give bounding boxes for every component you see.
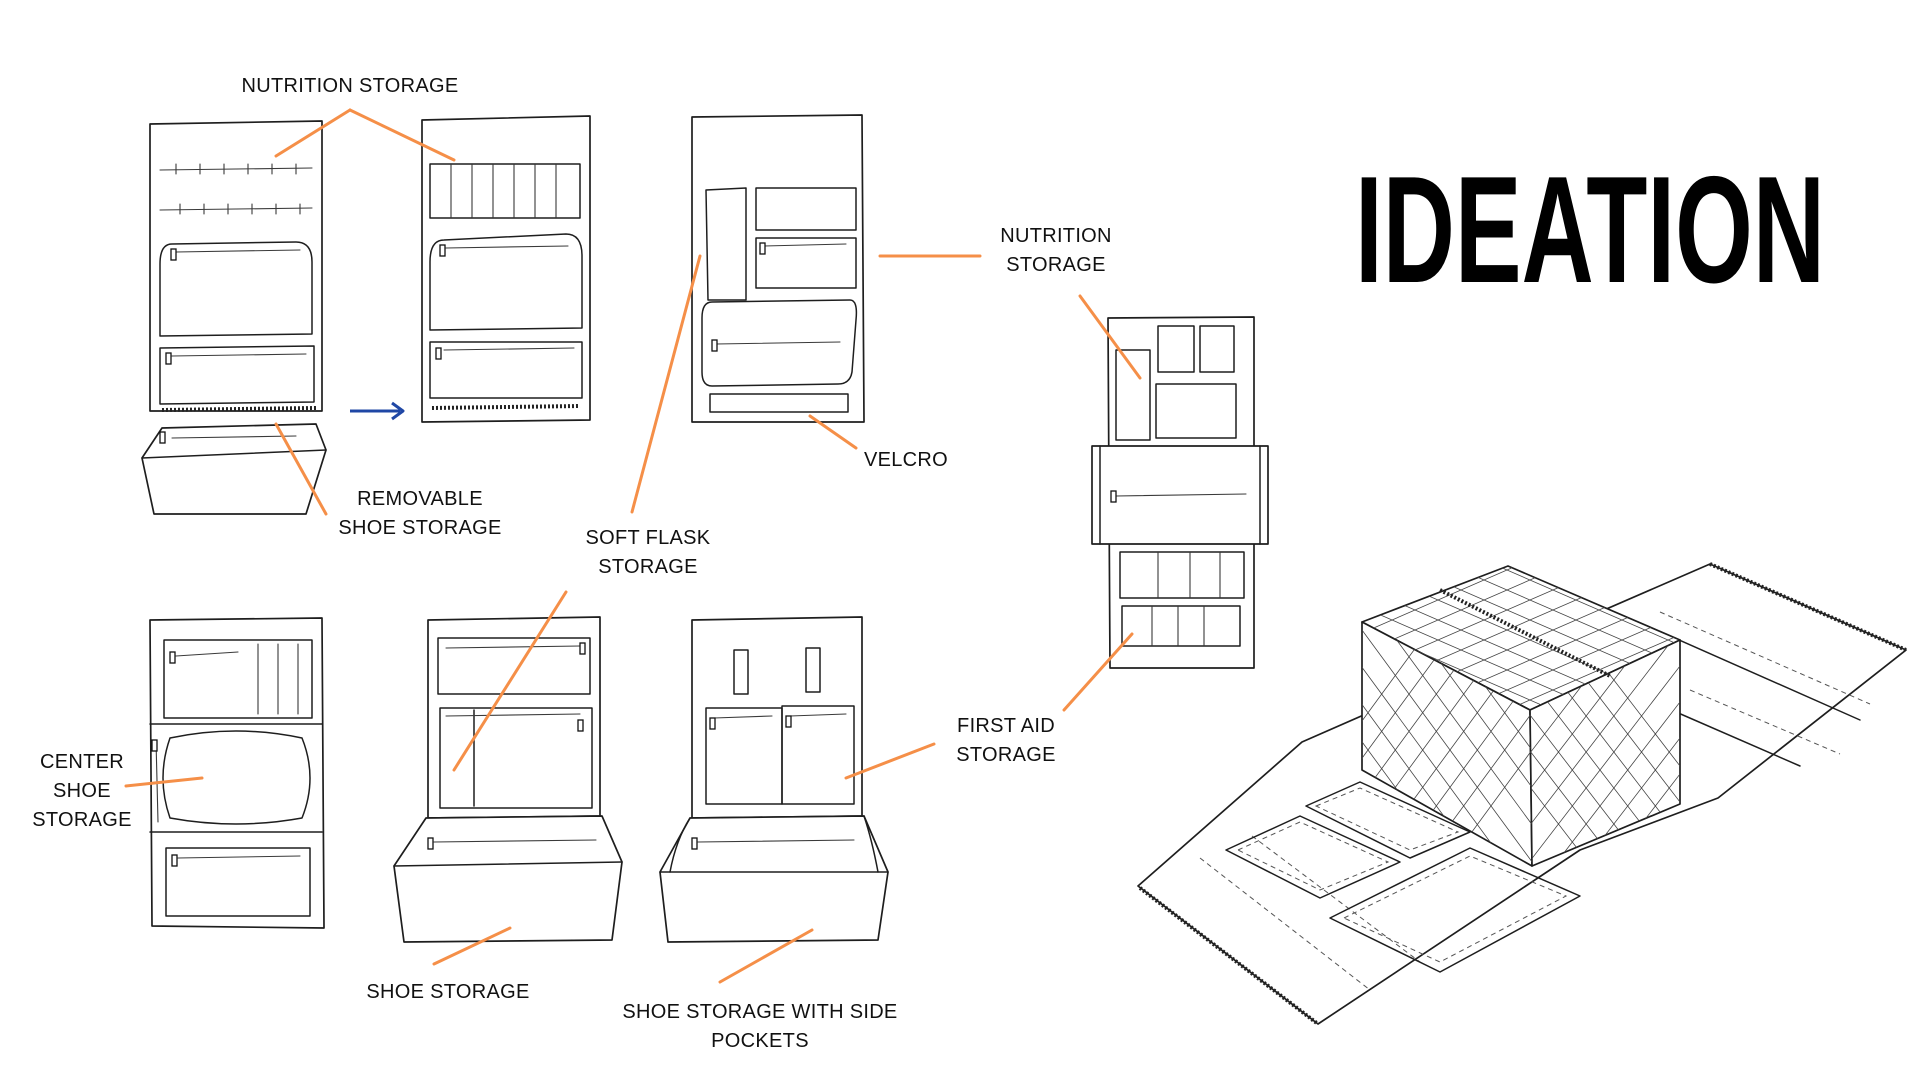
- transition-arrow: [350, 401, 405, 421]
- annotation-labels: NUTRITION STORAGE REMOVABLE SHOE STORAGE…: [32, 75, 1112, 1052]
- label-velcro: VELCRO: [864, 449, 948, 471]
- sketch-side-pocket-panel: [659, 616, 889, 943]
- sketch-nutrition-grid-panel: [421, 115, 591, 423]
- label-center-shoe-line2: SHOE: [53, 780, 111, 802]
- sketch-removable-shoe-panel: [141, 120, 327, 515]
- label-side-pockets-line2: POCKETS: [711, 1030, 809, 1052]
- label-first-aid-line2: STORAGE: [956, 744, 1056, 766]
- label-first-aid-line1: FIRST AID: [957, 715, 1055, 737]
- label-soft-flask-line1: SOFT FLASK: [586, 527, 711, 549]
- sketch-center-shoe-panel: [149, 617, 325, 929]
- label-nutrition-right-line1: NUTRITION: [1000, 225, 1112, 247]
- label-center-shoe-line3: STORAGE: [32, 809, 132, 831]
- label-soft-flask-line2: STORAGE: [598, 556, 698, 578]
- label-center-shoe-line1: CENTER: [40, 751, 124, 773]
- sketch-first-aid-panel: [1091, 316, 1269, 669]
- label-nutrition-right-line2: STORAGE: [1006, 254, 1106, 276]
- label-side-pockets-line1: SHOE STORAGE WITH SIDE: [622, 1001, 897, 1023]
- sketch-shoe-storage-panel: [393, 616, 623, 943]
- sketch-velcro-panel: [691, 114, 865, 423]
- leader-lines: [124, 108, 1142, 984]
- label-nutrition-storage-top: NUTRITION STORAGE: [242, 75, 459, 97]
- label-removable-line2: SHOE STORAGE: [338, 517, 501, 539]
- sketch-3d-render: [1137, 562, 1907, 1026]
- page-title: IDEATION: [1355, 145, 1825, 315]
- label-removable-line1: REMOVABLE: [357, 488, 483, 510]
- label-shoe-storage: SHOE STORAGE: [366, 981, 529, 1003]
